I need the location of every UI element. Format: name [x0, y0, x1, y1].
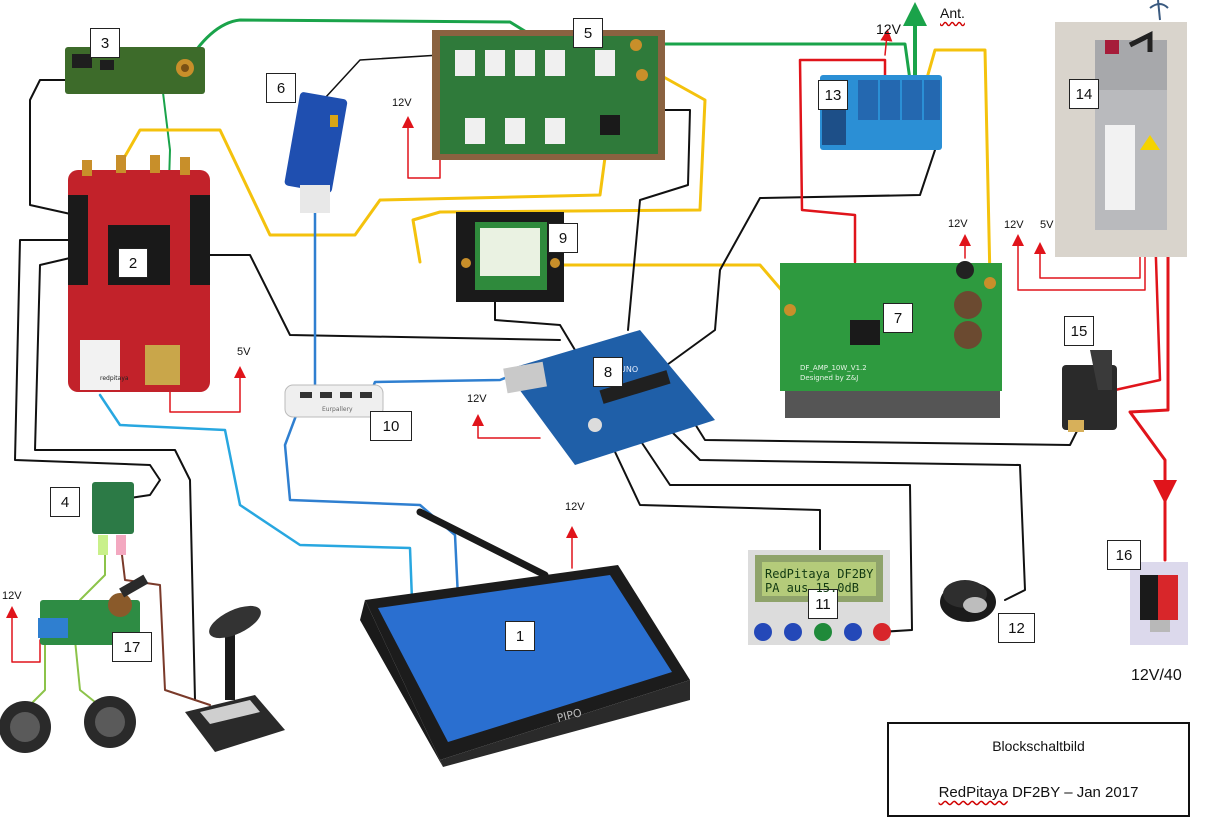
red-wire-relay13 — [798, 58, 887, 264]
module-4-audio-board — [92, 482, 134, 555]
number-label-13: 13 — [818, 80, 848, 110]
number-label-12: 12 — [998, 613, 1035, 643]
module-5-bandpass-board — [432, 30, 665, 160]
module-7-power-amplifier: DF_AMP_10W_V1.2 Designed by Z&J — [780, 261, 1002, 418]
number-label-9: 9 — [548, 223, 578, 253]
black-wire-3 — [34, 257, 196, 701]
module-10-usb-hub: Eurpallery — [284, 384, 384, 418]
number-label-14: 14 — [1069, 79, 1099, 109]
module-14-power-supply — [1055, 0, 1187, 257]
lcd-line-2: PA aus 15.0dB — [765, 581, 859, 595]
voltage-label-12v-tablet: 12V — [565, 501, 585, 513]
number-label-11: 11 — [808, 589, 838, 619]
voltage-label-5v-psu: 5V — [1040, 219, 1054, 231]
module-2-redpitaya: redpitaya — [68, 155, 210, 392]
yellow-wire-relay — [923, 48, 992, 282]
module-6-usb-adapter — [284, 92, 348, 213]
black-wire-5 — [324, 54, 451, 141]
lightblue-usb-rp — [98, 393, 414, 602]
yellow-wire-bpf — [118, 118, 612, 237]
green-audio-1 — [79, 554, 106, 601]
voltage-label-12v-arduino: 12V — [467, 393, 487, 405]
voltage-label-12v-top: 12V — [876, 21, 901, 37]
number-label-6: 6 — [266, 73, 296, 103]
diagram-title: Blockschaltbild — [992, 738, 1085, 754]
blue-usb-arduino — [368, 370, 522, 397]
title-box: Blockschaltbild RedPitaya DF2BY – Jan 20… — [887, 722, 1190, 817]
black-wire-9 — [599, 419, 821, 556]
number-label-8: 8 — [593, 357, 623, 387]
module-13-relay-board — [820, 75, 942, 150]
red-power-bpf — [402, 116, 441, 179]
yellow-wire-amp — [411, 73, 707, 264]
red-wire-relay13b — [880, 29, 893, 56]
black-wire-7 — [659, 149, 936, 371]
black-wire-10 — [619, 409, 913, 633]
number-label-7: 7 — [883, 303, 913, 333]
yellow-wire-pa — [558, 263, 792, 302]
voltage-label-12v-amp: 12V — [2, 590, 22, 602]
blue-usb-tablet — [283, 403, 460, 600]
speaker-left — [0, 701, 51, 753]
black-wire-4 — [209, 254, 561, 341]
number-label-10: 10 — [370, 411, 412, 441]
pa-text-1: DF_AMP_10W_V1.2 — [800, 364, 867, 372]
diagram-subtitle: RedPitaya DF2BY – Jan 2017 — [889, 784, 1188, 801]
number-label-15: 15 — [1064, 316, 1094, 346]
brown-mic — [121, 554, 211, 706]
voltage-label-5v-redpitaya: 5V — [237, 346, 251, 358]
module-11-lcd-display — [748, 550, 891, 645]
voltage-label-12v-bpf: 12V — [392, 97, 412, 109]
speaker-right — [84, 696, 136, 748]
module-16-power-connector — [1130, 562, 1188, 645]
black-wire-11 — [639, 399, 1026, 601]
module-8-arduino: UNO — [503, 330, 715, 465]
subtitle-name: RedPitaya — [938, 784, 1008, 801]
red-power-arduino — [472, 414, 541, 439]
number-label-4: 4 — [50, 487, 80, 517]
voltage-label-12v-pa: 12V — [948, 218, 968, 230]
desk-microphone — [185, 605, 285, 752]
number-label-16: 16 — [1107, 540, 1141, 570]
number-label-3: 3 — [90, 28, 120, 58]
black-wire-1 — [29, 79, 81, 216]
green-audio-2 — [24, 639, 46, 711]
module-15-relay — [1062, 350, 1117, 432]
black-wire-2 — [14, 239, 161, 499]
number-label-17: 17 — [112, 632, 152, 662]
red-power-rp — [169, 366, 246, 413]
black-wire-8 — [494, 294, 576, 351]
red-psu-12v — [1012, 234, 1146, 291]
number-label-5: 5 — [573, 18, 603, 48]
module-9-amplifier — [456, 212, 564, 302]
number-label-2: 2 — [118, 248, 148, 278]
supply-label: 12V/40 — [1131, 667, 1182, 684]
module-3-preamp — [65, 47, 205, 94]
black-wire-6 — [627, 109, 691, 331]
module-17-audio-amplifier — [38, 574, 149, 645]
hub-text: Eurpallery — [322, 406, 353, 413]
green-wire-ant — [638, 42, 912, 82]
pa-text-2: Designed by Z&J — [800, 374, 858, 382]
red-psu-relay — [1113, 228, 1162, 392]
number-label-1: 1 — [505, 621, 535, 651]
voltage-label-12v-psu: 12V — [1004, 219, 1024, 231]
red-power-17 — [6, 606, 41, 663]
arduino-text: UNO — [620, 365, 638, 374]
subtitle-rest: DF2BY – Jan 2017 — [1007, 784, 1139, 801]
red-psu-main — [1128, 228, 1170, 562]
lcd-line-1: RedPitaya DF2BY — [765, 567, 874, 581]
module-1-tablet: PIPO — [360, 508, 690, 767]
tablet-brand-text: PIPO — [556, 706, 584, 725]
antenna-label: Ant. — [940, 5, 965, 21]
module-12-rotary-knob — [940, 580, 996, 622]
red-psu-5v — [1034, 242, 1141, 279]
redpitaya-text: redpitaya — [100, 375, 129, 382]
